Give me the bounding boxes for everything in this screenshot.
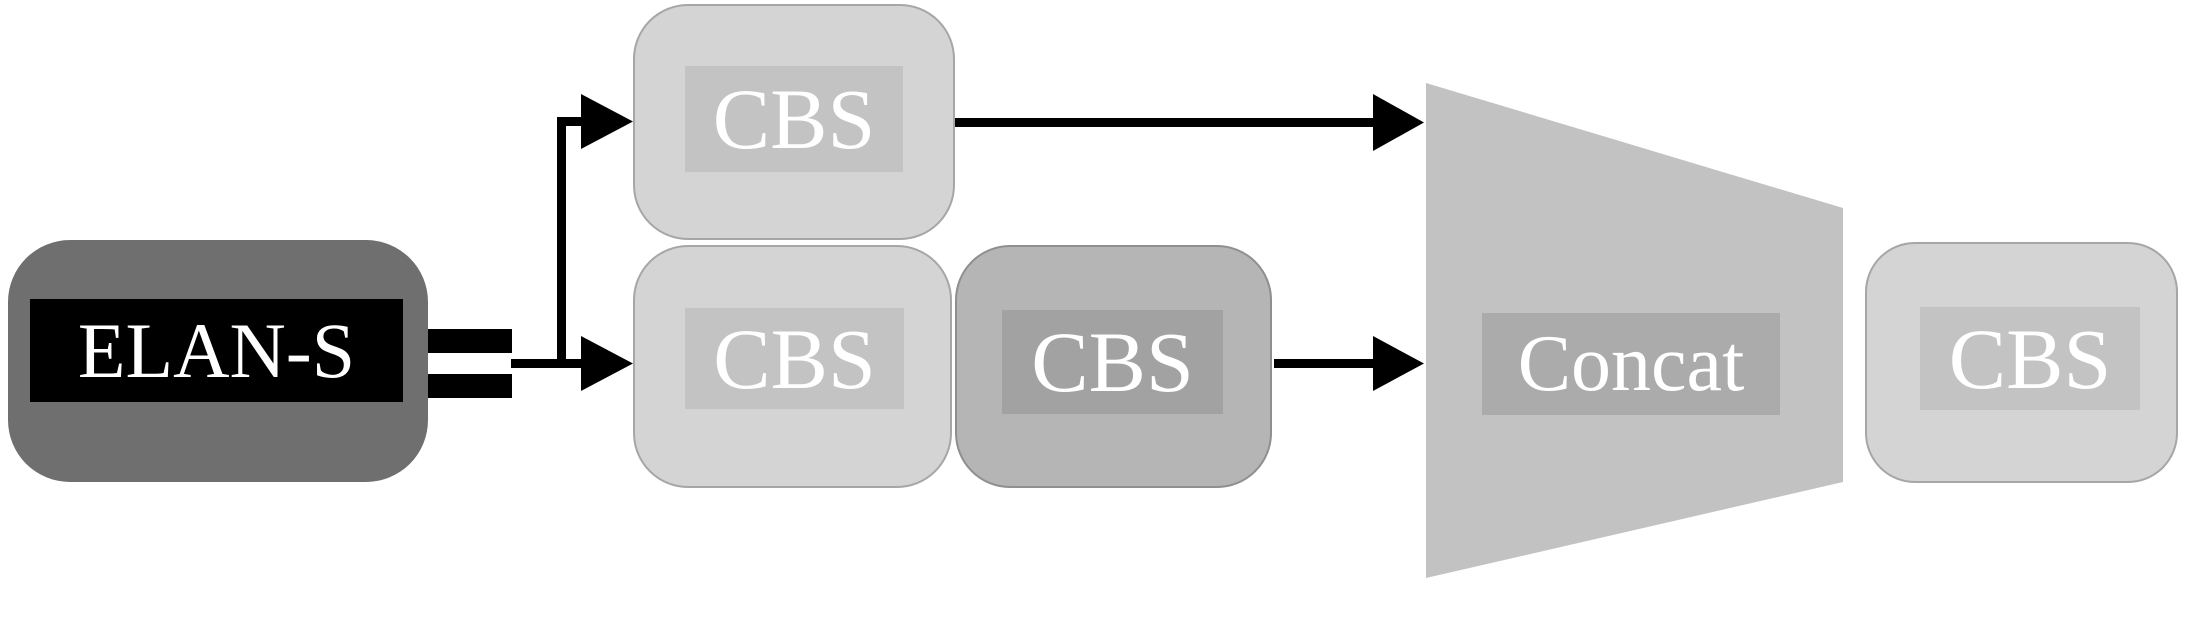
elan-s-label: ELAN-S	[77, 306, 356, 394]
branch-horizontal-line	[511, 359, 581, 368]
arrowhead-to-top-cbs-icon	[581, 94, 633, 149]
elan-s-label-box: ELAN-S	[30, 299, 403, 402]
arrowhead-top-to-concat-icon	[1373, 94, 1424, 151]
bottom-cbs-to-concat-line	[1274, 359, 1373, 368]
cbs-branch-bottom-2-label: CBS	[1031, 314, 1194, 410]
branch-top-line	[557, 117, 581, 126]
arrowhead-bottom-to-concat-icon	[1373, 336, 1424, 391]
cbs-branch-bottom-2-label-box: CBS	[1002, 310, 1223, 414]
double-bar-top	[428, 329, 512, 353]
double-bar-bottom	[428, 374, 512, 398]
branch-vertical-line	[557, 117, 566, 368]
node-cbs-branch-top: CBS	[633, 4, 955, 240]
cbs-output-label: CBS	[1948, 310, 2112, 407]
cbs-branch-bottom-1-label: CBS	[713, 310, 876, 407]
cbs-branch-bottom-1-label-box: CBS	[685, 308, 904, 409]
cbs-branch-top-label-box: CBS	[685, 66, 903, 172]
node-cbs-branch-bottom-1: CBS	[633, 245, 952, 488]
top-cbs-to-concat-line	[953, 118, 1373, 127]
concat-label: Concat	[1517, 320, 1745, 408]
node-cbs-output: CBS	[1865, 242, 2178, 483]
arrowhead-to-bottom-cbs-icon	[581, 336, 633, 391]
cbs-branch-top-label: CBS	[712, 71, 876, 167]
cbs-output-label-box: CBS	[1920, 307, 2140, 410]
node-cbs-branch-bottom-2: CBS	[955, 245, 1272, 488]
concat-label-box: Concat	[1482, 313, 1780, 415]
node-elan-s: ELAN-S	[8, 240, 428, 482]
